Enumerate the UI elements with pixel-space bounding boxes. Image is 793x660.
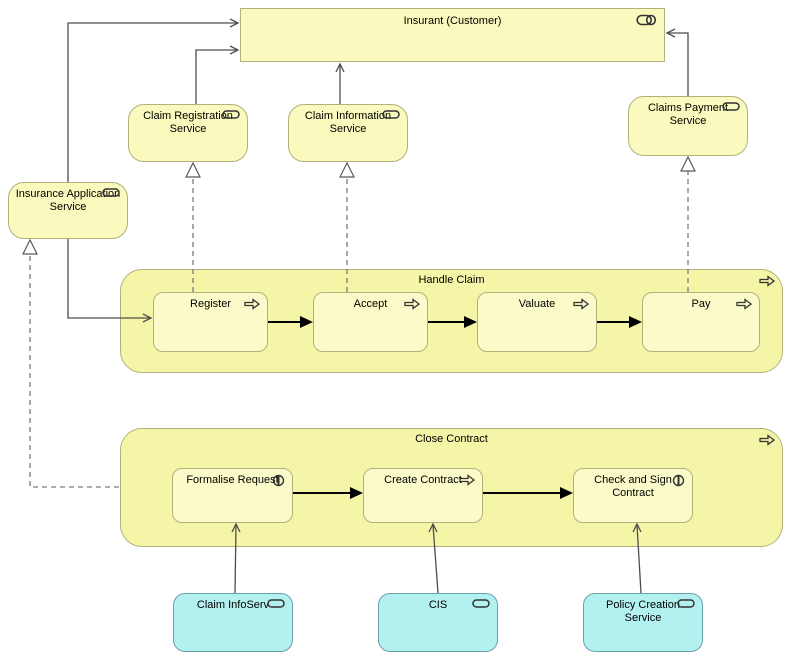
node-label: Formalise Request — [186, 474, 279, 486]
role-icon — [636, 14, 657, 26]
node-label: Accept — [353, 298, 388, 310]
process-icon — [759, 434, 776, 446]
edge-serving-claim-registration-service-to-insurant[interactable] — [195, 45, 240, 104]
process-icon — [736, 298, 753, 310]
service-icon — [472, 599, 490, 608]
node-label: Handle Claim — [418, 274, 485, 286]
node-label: Register — [190, 298, 231, 310]
edge-serving-claims-payment-service-to-insurant[interactable] — [665, 28, 689, 96]
node-label: Claim InfoServ — [196, 599, 270, 611]
node-label: CIS — [428, 599, 448, 611]
node-formalise-request[interactable]: Formalise Request — [172, 468, 293, 523]
process-icon — [244, 298, 261, 310]
node-claims-payment-service[interactable]: Claims Payment Service — [628, 96, 748, 156]
node-register[interactable]: Register — [153, 292, 268, 352]
node-insurant-customer[interactable]: Insurant (Customer) — [240, 8, 665, 62]
node-label: Claims Payment Service — [647, 102, 729, 127]
service-icon — [267, 599, 285, 608]
node-cis[interactable]: CIS — [378, 593, 498, 652]
process-icon — [459, 474, 476, 486]
node-pay[interactable]: Pay — [642, 292, 760, 352]
service-icon — [102, 188, 120, 197]
node-label: Insurance Application Service — [15, 188, 121, 213]
node-label: Check and Sign Contract — [594, 474, 672, 499]
edge-serving-claim-information-service-to-insurant[interactable] — [335, 62, 345, 104]
node-claim-information-service[interactable]: Claim Information Service — [288, 104, 408, 162]
node-accept[interactable]: Accept — [313, 292, 428, 352]
node-label: Pay — [691, 298, 711, 310]
node-check-and-sign-contract[interactable]: Check and Sign Contract — [573, 468, 693, 523]
service-icon — [222, 110, 240, 119]
node-label: Claim Information Service — [304, 110, 392, 135]
service-icon — [722, 102, 740, 111]
interaction-icon — [672, 474, 685, 487]
node-label: Create Contract — [384, 474, 462, 486]
process-icon — [573, 298, 590, 310]
edge-realization-close-contract-to-insurance-application-service[interactable] — [22, 238, 119, 488]
process-icon — [759, 275, 776, 287]
node-label: Policy Creation Service — [606, 599, 680, 624]
node-label: Insurant (Customer) — [403, 15, 502, 27]
node-claim-infoserv[interactable]: Claim InfoServ — [173, 593, 293, 652]
process-icon — [404, 298, 421, 310]
node-claim-registration-service[interactable]: Claim Registration Service — [128, 104, 248, 162]
service-icon — [382, 110, 400, 119]
node-create-contract[interactable]: Create Contract — [363, 468, 483, 523]
node-label: Valuate — [518, 298, 556, 310]
node-policy-creation-service[interactable]: Policy Creation Service — [583, 593, 703, 652]
node-valuate[interactable]: Valuate — [477, 292, 597, 352]
node-insurance-application-service[interactable]: Insurance Application Service — [8, 182, 128, 239]
interaction-icon — [272, 474, 285, 487]
node-label: Close Contract — [415, 433, 488, 445]
service-icon — [677, 599, 695, 608]
